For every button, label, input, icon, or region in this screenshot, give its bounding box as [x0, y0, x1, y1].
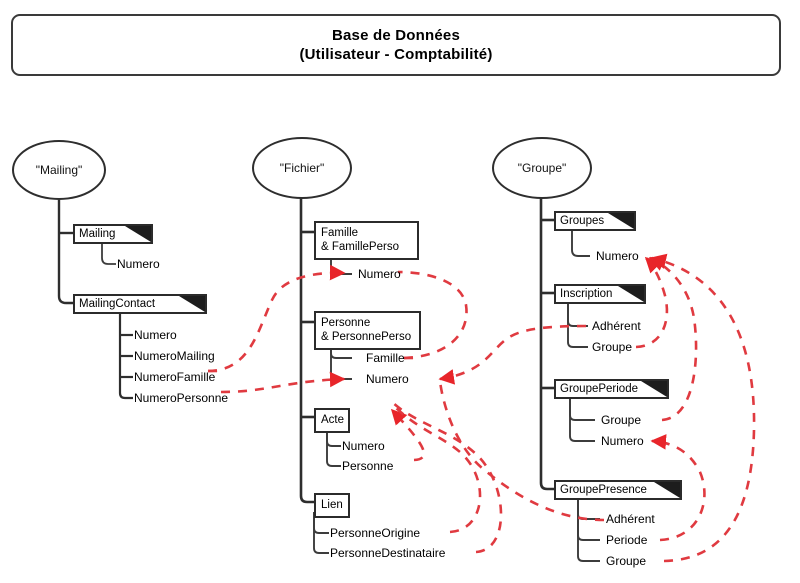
title-line-2: (Utilisateur - Comptabilité) [299, 46, 493, 63]
dogear-icon [639, 379, 669, 399]
field-groupepresence-groupe[interactable]: Groupe [606, 554, 647, 568]
field-groupepresence-periode[interactable]: Periode [606, 533, 648, 547]
root-label-fichier: "Fichier" [279, 161, 325, 175]
field-mailingcontact-numerofamille[interactable]: NumeroFamille [134, 370, 216, 384]
table-node-lien[interactable]: Lien [314, 493, 350, 518]
root-node-mailing[interactable]: "Mailing" [12, 140, 106, 200]
table-label-groupeperiode: GroupePeriode [560, 383, 638, 395]
table-node-groupepresence[interactable]: GroupePresence [554, 480, 682, 500]
field-lien-personneorigine[interactable]: PersonneOrigine [330, 526, 421, 540]
root-label-groupe: "Groupe" [517, 161, 567, 175]
dogear-icon [606, 211, 636, 231]
relation-actepersonne-personnenumero [390, 408, 426, 462]
table-label-famille-line2: & FamillePerso [321, 241, 399, 253]
dogear-icon [123, 224, 153, 244]
table-label-mailingcontact: MailingContact [79, 298, 156, 310]
table-node-mailing[interactable]: Mailing [73, 224, 153, 244]
table-label-groupepresence: GroupePresence [560, 484, 647, 496]
root-node-groupe[interactable]: "Groupe" [492, 137, 592, 199]
table-node-groupes[interactable]: Groupes [554, 211, 636, 231]
tree-groupe [539, 198, 554, 491]
field-personne-numero[interactable]: Numero [366, 372, 409, 386]
field-groupeperiode-groupe[interactable]: Groupe [601, 413, 642, 427]
table-label-inscription: Inscription [560, 288, 613, 300]
title-line-1: Base de Données [331, 27, 461, 44]
relation-inscriptionadherent-personnenumero [438, 324, 587, 385]
field-inscription-groupe[interactable]: Groupe [592, 340, 633, 354]
table-node-famille[interactable]: Famille & FamillePerso [314, 221, 419, 260]
tree-mailingcontact-leaves [118, 313, 133, 400]
field-famille-numero[interactable]: Numero [358, 267, 401, 281]
field-mailingcontact-numeropersonne[interactable]: NumeroPersonne [134, 391, 229, 405]
table-node-personne[interactable]: Personne & PersonnePerso [314, 311, 421, 350]
table-node-groupeperiode[interactable]: GroupePeriode [554, 379, 669, 399]
field-acte-personne[interactable]: Personne [342, 459, 394, 473]
tree-mailing [57, 200, 73, 305]
relation-numeropersonne-personnenumero [220, 371, 346, 394]
table-label-famille-line1: Famille [321, 227, 359, 239]
field-groupes-numero[interactable]: Numero [596, 249, 639, 263]
relation-edges [207, 253, 756, 563]
dogear-icon [616, 284, 646, 304]
table-label-personne-line1: Personne [321, 317, 371, 329]
table-label-mailing: Mailing [79, 228, 116, 240]
dogear-icon [177, 294, 207, 314]
table-label-personne-line2: & PersonnePerso [321, 331, 412, 343]
table-label-lien: Lien [321, 499, 343, 511]
table-node-inscription[interactable]: Inscription [554, 284, 646, 304]
relation-lienorigine-personnenumero [391, 403, 482, 534]
root-label-mailing: "Mailing" [35, 163, 83, 177]
field-mailingcontact-numeromailing[interactable]: NumeroMailing [134, 349, 215, 363]
field-groupepresence-adherent[interactable]: Adhérent [606, 512, 655, 526]
root-node-fichier[interactable]: "Fichier" [252, 137, 352, 199]
field-mailingcontact-numero[interactable]: Numero [134, 328, 177, 342]
field-groupeperiode-numero[interactable]: Numero [601, 434, 644, 448]
dogear-icon [652, 480, 682, 500]
tree-fichier [299, 198, 314, 504]
field-mailing-numero[interactable]: Numero [117, 257, 160, 271]
page-title: Base de Données (Utilisateur - Comptabil… [11, 14, 781, 76]
table-label-groupes: Groupes [560, 215, 605, 227]
table-label-acte: Acte [321, 414, 345, 426]
field-personne-famille[interactable]: Famille [366, 351, 405, 365]
table-node-acte[interactable]: Acte [314, 408, 350, 433]
field-acte-numero[interactable]: Numero [342, 439, 385, 453]
relation-gpresgroupe-groupesnumero [650, 253, 756, 563]
field-lien-personnedestinataire[interactable]: PersonneDestinataire [330, 546, 446, 560]
table-node-mailingcontact[interactable]: MailingContact [73, 294, 207, 314]
field-inscription-adherent[interactable]: Adhérent [592, 319, 641, 333]
tree-mailing-leaves [101, 243, 116, 265]
